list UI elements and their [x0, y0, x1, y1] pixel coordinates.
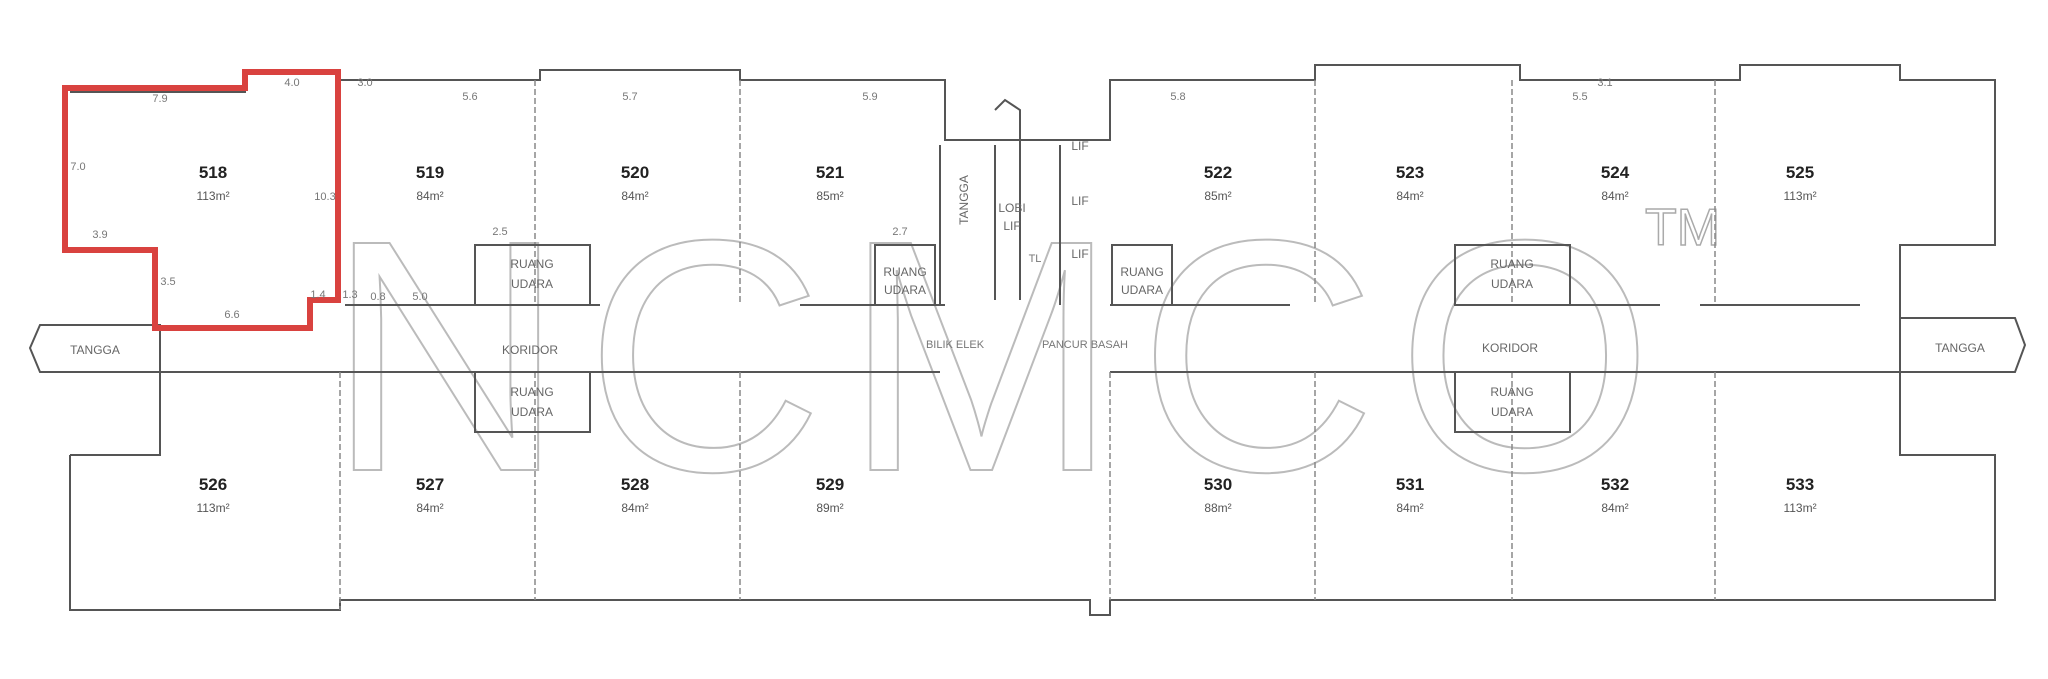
dimension: 0.8: [370, 291, 385, 303]
unit-number[interactable]: 518: [199, 163, 227, 182]
dimension: 10.3: [314, 191, 335, 203]
unit-area: 88m²: [1204, 501, 1231, 515]
unit-number[interactable]: 520: [621, 163, 649, 182]
stair-right: [1899, 317, 2027, 373]
unit-number[interactable]: 526: [199, 475, 227, 494]
dimension: 3.5: [160, 276, 175, 288]
unit-area: 113m²: [1783, 189, 1816, 203]
unit-area: 85m²: [816, 189, 843, 203]
dimension: 2.7: [892, 226, 907, 238]
unit-518-highlight[interactable]: [62, 69, 341, 331]
unit-area: 84m²: [1396, 501, 1423, 515]
lift-label: LIF: [1071, 139, 1088, 153]
unit-number[interactable]: 531: [1396, 475, 1424, 494]
unit-area: 84m²: [1396, 189, 1423, 203]
dimension: 7.9: [152, 93, 167, 105]
unit-number[interactable]: 530: [1204, 475, 1232, 494]
unit-area: 113m²: [196, 501, 229, 515]
lift-label: LIF: [1071, 247, 1088, 261]
ruang-label: RUANG: [1490, 257, 1533, 271]
unit-number[interactable]: 532: [1601, 475, 1629, 494]
ruang-label: RUANG: [510, 257, 553, 271]
dimension: 4.0: [284, 77, 299, 89]
dimension: 5.0: [412, 291, 427, 303]
unit-number[interactable]: 523: [1396, 163, 1424, 182]
corridor-left-label: KORIDOR: [502, 343, 558, 357]
unit-area: 89m²: [816, 501, 843, 515]
dimension: 5.8: [1170, 91, 1185, 103]
dimension: 1.4: [310, 289, 325, 301]
dimension: 3.1: [1597, 77, 1612, 89]
dimension: 7.0: [70, 161, 85, 173]
lobby-label: LOBI: [998, 201, 1025, 215]
room-labels: TANGGA TANGGA KORIDOR KORIDOR RUANG UDAR…: [70, 139, 1985, 419]
unit-area: 85m²: [1204, 189, 1231, 203]
bottom-units: 526 113m² 527 84m² 528 84m² 529 89m² 530…: [196, 475, 1816, 515]
unit-area: 84m²: [1601, 501, 1628, 515]
unit-area: 113m²: [1783, 501, 1816, 515]
unit-number[interactable]: 525: [1786, 163, 1814, 182]
udara-label: UDARA: [1121, 283, 1163, 297]
unit-area: 84m²: [1601, 189, 1628, 203]
wet-riser-label: PANCUR BASAH: [1042, 339, 1128, 351]
unit-number[interactable]: 522: [1204, 163, 1232, 182]
ruang-label: RUANG: [1120, 265, 1163, 279]
dimension: 5.9: [862, 91, 877, 103]
unit-number[interactable]: 533: [1786, 475, 1814, 494]
unit-area: 84m²: [621, 501, 648, 515]
watermark-tm: TM: [1645, 199, 1720, 257]
unit-area: 84m²: [621, 189, 648, 203]
ruang-label: RUANG: [1490, 385, 1533, 399]
unit-area: 84m²: [416, 189, 443, 203]
dimensions: 7.9 4.0 3.0 5.6 5.7 5.9 5.8 5.5 3.1 7.0 …: [70, 77, 1612, 321]
unit-area: 84m²: [416, 501, 443, 515]
stair-right-label: TANGGA: [1935, 341, 1985, 355]
unit-number[interactable]: 519: [416, 163, 444, 182]
unit-number[interactable]: 521: [816, 163, 844, 182]
udara-label: UDARA: [884, 283, 926, 297]
top-units: 518 113m² 519 84m² 520 84m² 521 85m² 522…: [196, 163, 1816, 203]
dimension: 5.7: [622, 91, 637, 103]
unit-number[interactable]: 528: [621, 475, 649, 494]
watermark: NCMCO: [327, 171, 1674, 540]
stair-left-label: TANGGA: [70, 343, 120, 357]
corridor-right-label: KORIDOR: [1482, 341, 1538, 355]
udara-label: UDARA: [1491, 277, 1533, 291]
ruang-label: RUANG: [510, 385, 553, 399]
dimension: 5.6: [462, 91, 477, 103]
dimension: 3.9: [92, 229, 107, 241]
dimension: 1.3: [342, 289, 357, 301]
electrical-room-label: BILIK ELEK: [926, 339, 985, 351]
dimension: 6.6: [224, 309, 239, 321]
udara-label: UDARA: [511, 277, 553, 291]
lobby-lif-label: LIF: [1003, 219, 1020, 233]
udara-label: UDARA: [511, 405, 553, 419]
stair-left: [28, 324, 161, 373]
unit-number[interactable]: 524: [1601, 163, 1630, 182]
unit-area: 113m²: [196, 189, 229, 203]
ruang-label: RUANG: [883, 265, 926, 279]
dimension: 5.5: [1572, 91, 1587, 103]
dimension: 2.5: [492, 226, 507, 238]
core-stair-label: TANGGA: [957, 175, 971, 225]
unit-number[interactable]: 529: [816, 475, 844, 494]
unit-number[interactable]: 527: [416, 475, 444, 494]
tl-label: TL: [1029, 253, 1042, 265]
lift-label: LIF: [1071, 194, 1088, 208]
udara-label: UDARA: [1491, 405, 1533, 419]
dimension: 3.0: [357, 77, 372, 89]
